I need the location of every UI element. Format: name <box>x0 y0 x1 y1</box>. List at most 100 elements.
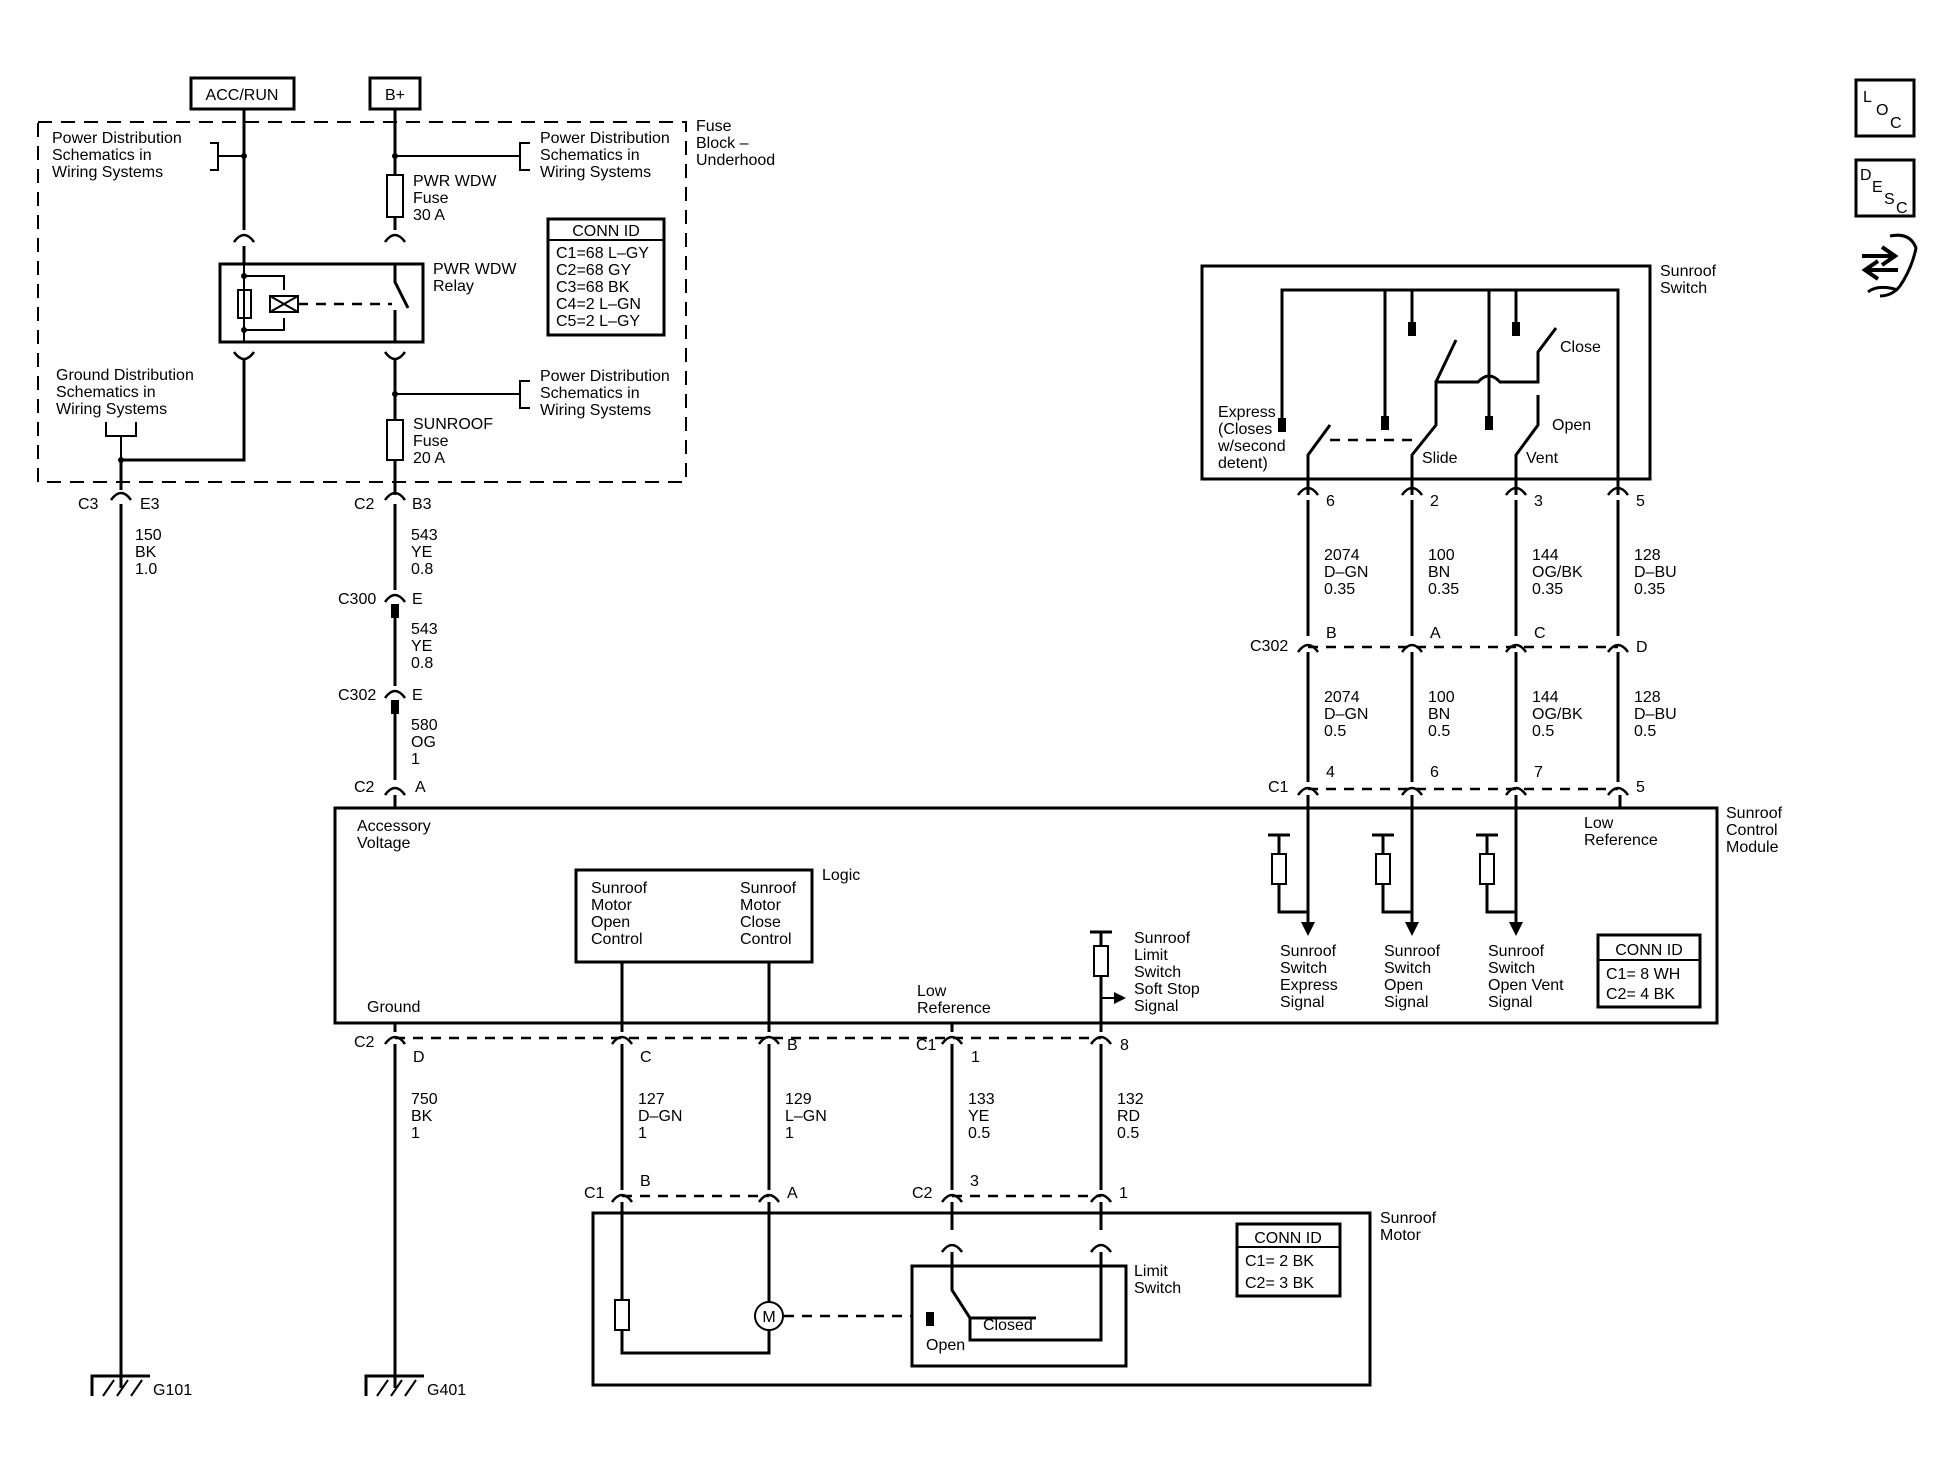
slide-contact <box>1381 416 1389 430</box>
svg-text:L–GN: L–GN <box>785 1108 827 1125</box>
module-bottom-8: 8 <box>1120 1037 1129 1054</box>
w543a-num: 543 <box>411 527 438 544</box>
w580-num: 580 <box>411 717 438 734</box>
open-label: Open <box>1552 417 1591 434</box>
svg-text:D–GN: D–GN <box>1324 706 1368 723</box>
svg-text:C: C <box>1890 115 1902 132</box>
svg-text:S: S <box>1884 191 1895 208</box>
open-input-circuit <box>1372 833 1412 914</box>
svg-text:OG/BK: OG/BK <box>1532 564 1583 581</box>
fuse-conn-id-c1: C1=68 L–GY <box>556 245 649 262</box>
module-bottom-c: C <box>640 1049 652 1066</box>
motor-conn-id-box <box>1235 1222 1342 1298</box>
svg-text:D–GN: D–GN <box>1324 564 1368 581</box>
motor-pin-3: 3 <box>970 1173 979 1190</box>
module-c1-top-connector <box>1296 786 1630 796</box>
motor-pin-a: A <box>787 1185 798 1202</box>
svg-text:100: 100 <box>1428 689 1455 706</box>
switch-upper-wires <box>1306 500 1620 636</box>
motor-conn-id-title: CONN ID <box>1254 1230 1322 1247</box>
close-label: Close <box>1560 339 1601 356</box>
limit-switch-feed <box>950 1202 1103 1230</box>
relay-switch-pin-bottom <box>383 351 407 361</box>
fuse-conn-id-c4: C4=2 L–GN <box>556 296 641 313</box>
limit-switch-label-1: Limit <box>1134 1263 1168 1280</box>
pin-c2-b3 <box>383 491 407 501</box>
motor-ptc-resistor <box>614 1299 630 1331</box>
motor-conn-id-c1: C1= 2 BK <box>1245 1253 1314 1270</box>
low-ref-top-2: Reference <box>1584 832 1658 849</box>
module-bottom-b: B <box>787 1037 798 1054</box>
connector-repair-icon[interactable] <box>1861 233 1918 298</box>
logic-close-3: Close <box>740 914 781 931</box>
pin-b3-label: B3 <box>412 496 432 513</box>
logic-open-1: Sunroof <box>591 880 648 897</box>
w543b-num: 543 <box>411 621 438 638</box>
logic-label: Logic <box>822 867 860 884</box>
svg-text:OG/BK: OG/BK <box>1532 706 1583 723</box>
module-bottom-stubs <box>393 1023 1103 1032</box>
fuse-conn-id-c3: C3=68 BK <box>556 279 630 296</box>
power-dist-left-2: Schematics in <box>52 147 152 164</box>
c300-pin-e: E <box>412 591 423 608</box>
b-plus-splice <box>392 153 398 159</box>
pwr-wdw-fuse-label-3: 30 A <box>413 207 445 224</box>
relay-label-2: Relay <box>433 278 474 295</box>
svg-text:L: L <box>1863 89 1872 106</box>
module-c2-a-label: C2 <box>354 779 375 796</box>
c300-label: C300 <box>338 591 376 608</box>
fuse-block-boundary <box>37 121 687 483</box>
sunroof-splice <box>392 391 398 397</box>
logic-open-4: Control <box>591 931 643 948</box>
loc-icon[interactable]: L O C <box>1854 78 1916 138</box>
relay-coil-pin-bottom <box>232 351 256 361</box>
accessory-voltage-1: Accessory <box>357 818 431 835</box>
limit-signal-4: Soft Stop <box>1134 981 1200 998</box>
motor-name-2: Motor <box>1380 1227 1422 1244</box>
limit-signal-1: Sunroof <box>1134 930 1191 947</box>
module-name-3: Module <box>1726 839 1779 856</box>
power-dist-right-2: Schematics in <box>540 147 640 164</box>
g401-label: G401 <box>427 1382 466 1399</box>
logic-box <box>574 868 814 964</box>
module-ground-label: Ground <box>367 999 420 1016</box>
ground-dist-bracket <box>105 422 137 460</box>
module-bottom-c1: C1 <box>916 1037 937 1054</box>
limit-switch-pins <box>940 1243 1113 1253</box>
c302-right-pin-a: A <box>1430 625 1441 642</box>
express-label-3: w/second <box>1217 438 1286 455</box>
switch-pin-6: 6 <box>1326 493 1335 510</box>
c302-left-connector <box>383 689 407 699</box>
module-conn-id-c1: C1= 8 WH <box>1606 966 1680 983</box>
w580-color: OG <box>411 734 436 751</box>
acc-run-label: ACC/RUN <box>206 87 279 104</box>
express-label-4: detent) <box>1218 455 1268 472</box>
limit-open-label: Open <box>926 1337 965 1354</box>
w750-color: BK <box>411 1108 433 1125</box>
motor-conn-id-c2: C2= 3 BK <box>1245 1275 1314 1292</box>
w543b-size: 0.8 <box>411 655 433 672</box>
motor-m-label: M <box>762 1309 775 1326</box>
express-signal-1: Sunroof <box>1280 943 1337 960</box>
relay-coil-loop <box>244 275 285 331</box>
motor-name-1: Sunroof <box>1380 1210 1437 1227</box>
power-dist-right-3: Wiring Systems <box>540 164 651 181</box>
limit-switch-box <box>910 1264 1128 1368</box>
express-label-1: Express <box>1218 404 1276 421</box>
svg-text:0.5: 0.5 <box>1532 723 1554 740</box>
desc-icon[interactable]: D E S C <box>1854 158 1916 218</box>
vent-contact <box>1485 416 1493 430</box>
fuse-conn-id-title: CONN ID <box>572 223 640 240</box>
svg-text:D–BU: D–BU <box>1634 564 1677 581</box>
switch-contact-2 <box>1408 322 1416 336</box>
w543a-color: YE <box>411 544 432 561</box>
power-dist-mid-bracket <box>395 380 530 409</box>
motor-c2-label: C2 <box>912 1185 933 1202</box>
svg-text:128: 128 <box>1634 547 1661 564</box>
c302-right-connector <box>1296 643 1630 653</box>
module-pin-a-label: A <box>415 779 426 796</box>
pin-c2-label: C2 <box>354 496 375 513</box>
module-c1-pin-5: 5 <box>1636 779 1645 796</box>
